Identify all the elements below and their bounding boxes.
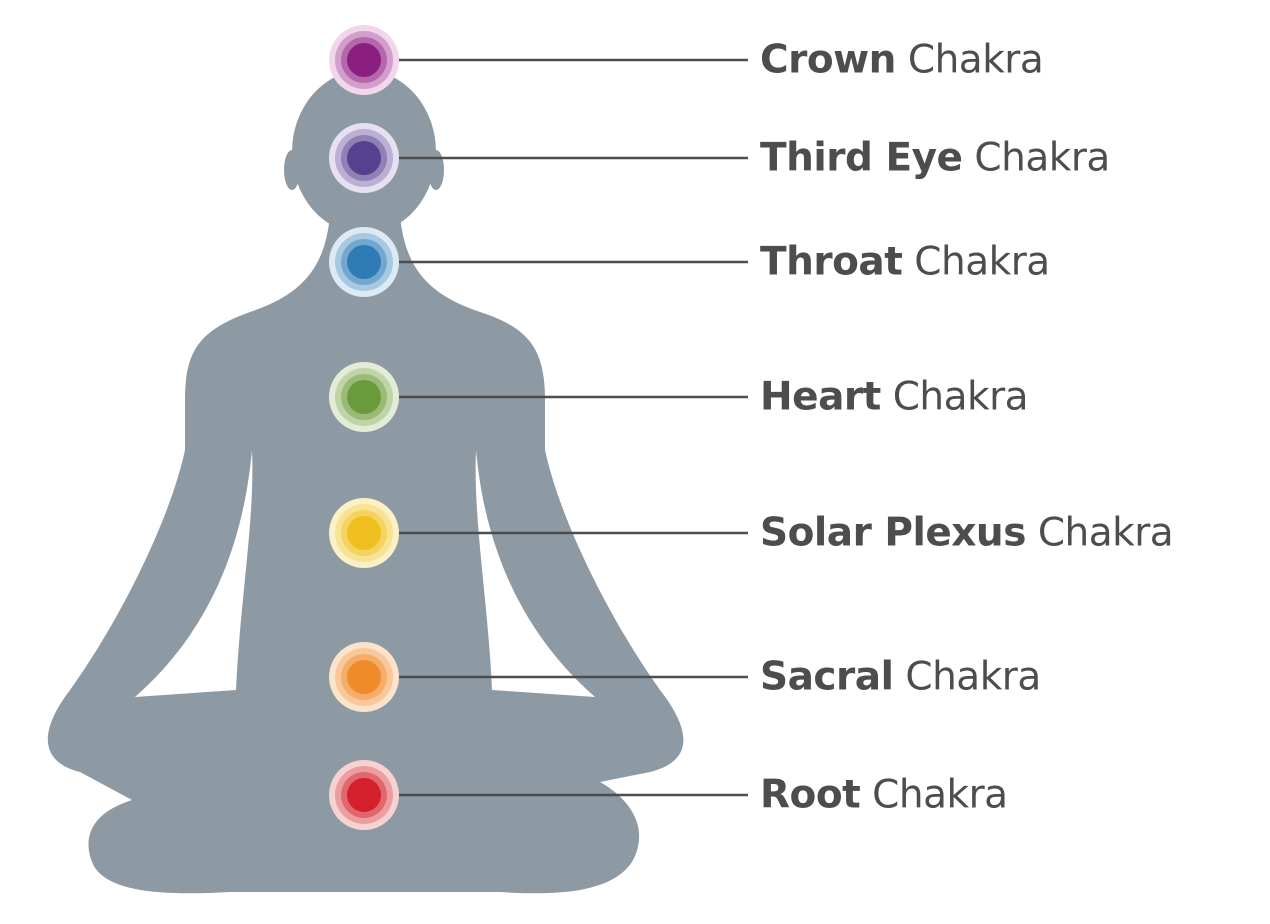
chakra-suffix: Chakra: [1037, 510, 1174, 556]
chakra-circle-third-eye: [329, 123, 399, 193]
chakra-label: Third Eye Chakra: [760, 136, 1110, 181]
chakra-suffix: Chakra: [914, 239, 1050, 285]
chakra-ring: [347, 660, 381, 694]
chakra-ring: [347, 380, 381, 414]
chakra-name: Sacral: [760, 654, 894, 700]
chakra-name: Root: [760, 772, 861, 818]
chakra-ring: [347, 778, 381, 812]
chakra-name: Third Eye: [760, 135, 963, 181]
chakra-circle-throat: [329, 227, 399, 297]
chakra-ring: [347, 141, 381, 175]
chakra-suffix: Chakra: [905, 654, 1041, 700]
chakra-circle-solar-plexus: [329, 498, 399, 568]
chakra-label: Sacral Chakra: [760, 655, 1041, 700]
chakra-circle-root: [329, 760, 399, 830]
chakra-ring: [347, 245, 381, 279]
chakra-suffix: Chakra: [872, 772, 1008, 818]
chakra-label: Root Chakra: [760, 773, 1008, 818]
chakra-name: Throat: [760, 239, 903, 285]
chakra-circle-sacral: [329, 642, 399, 712]
chakra-label: Solar Plexus Chakra: [760, 510, 1174, 556]
chakra-name: Solar Plexus: [760, 510, 1026, 556]
chakra-label: Crown Chakra: [760, 37, 1044, 83]
chakra-name: Heart: [760, 374, 881, 420]
chakra-label: Throat Chakra: [760, 240, 1050, 285]
chakra-circle-crown: [329, 25, 399, 95]
chakra-ring: [347, 516, 381, 550]
chakra-circle-heart: [329, 362, 399, 432]
chakra-name: Crown: [760, 37, 896, 83]
chakra-ring: [347, 43, 381, 77]
chakra-suffix: Chakra: [974, 135, 1110, 181]
chakra-suffix: Chakra: [907, 37, 1044, 83]
chakra-label: Heart Chakra: [760, 374, 1029, 420]
chakra-suffix: Chakra: [892, 374, 1029, 420]
